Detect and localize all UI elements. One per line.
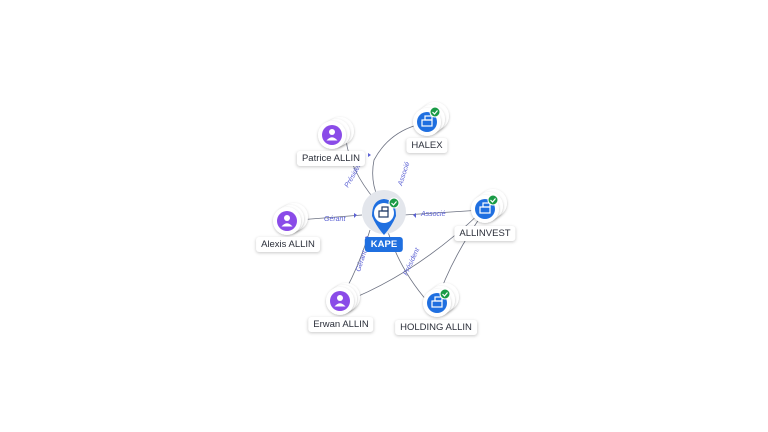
company-node-halex[interactable] bbox=[413, 102, 449, 136]
arrow-alexis bbox=[354, 213, 357, 218]
edge-allinvest-kape[interactable] bbox=[403, 209, 483, 216]
verified-badge-icon bbox=[388, 197, 400, 209]
node-label-allinvest[interactable]: ALLINVEST bbox=[454, 226, 516, 241]
node-label-halex[interactable]: HALEX bbox=[406, 138, 448, 153]
company-node-allinvest[interactable] bbox=[471, 189, 507, 223]
node-label-alexis[interactable]: Alexis ALLIN bbox=[256, 237, 320, 252]
verified-badge-icon bbox=[487, 194, 499, 206]
edge-label-halex: Associé bbox=[397, 161, 412, 188]
edge-alexis-kape[interactable] bbox=[297, 214, 363, 221]
node-label-patrice[interactable]: Patrice ALLIN bbox=[296, 151, 366, 166]
building-icon bbox=[378, 206, 389, 218]
node-label-kape[interactable]: KAPE bbox=[364, 237, 404, 252]
node-label-holding[interactable]: HOLDING ALLIN bbox=[395, 320, 477, 335]
person-node-erwan[interactable] bbox=[326, 283, 360, 315]
edge-patrice-kape[interactable] bbox=[345, 139, 376, 201]
edge-label-alexis: Gérant bbox=[324, 216, 346, 223]
verified-badge-icon bbox=[439, 288, 451, 300]
person-node-alexis[interactable] bbox=[273, 203, 308, 235]
edge-label-erwan: Gérant bbox=[355, 249, 369, 273]
verified-badge-icon bbox=[429, 106, 441, 118]
edge-labels: Président Gérant Gérant Associé Associé … bbox=[324, 159, 446, 277]
node-label-erwan[interactable]: Erwan ALLIN bbox=[308, 317, 374, 332]
company-node-holding[interactable] bbox=[423, 283, 459, 317]
person-node-patrice[interactable] bbox=[318, 117, 354, 149]
center-node-kape[interactable] bbox=[362, 190, 406, 235]
edge-erwan-allinvest bbox=[353, 212, 481, 299]
arrow-allinvest bbox=[413, 213, 416, 218]
edge-label-allinvest: Associé bbox=[420, 211, 446, 218]
edge-halex-kape[interactable] bbox=[372, 122, 426, 199]
edge-label-holding: Président bbox=[402, 246, 421, 277]
arrow-halex bbox=[368, 153, 371, 157]
